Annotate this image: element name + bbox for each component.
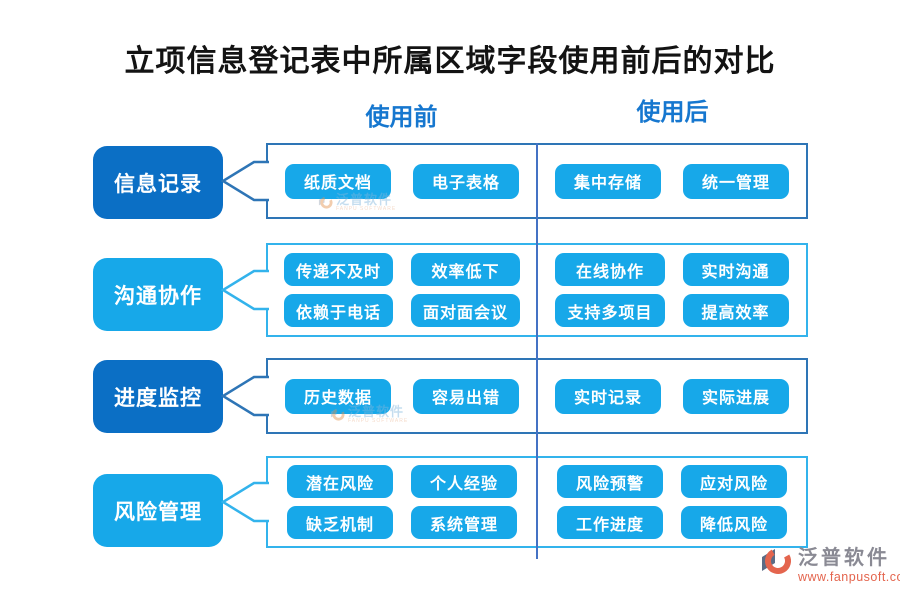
chip: 电子表格 bbox=[413, 163, 519, 199]
chip: 个人经验 bbox=[411, 465, 517, 498]
chip: 容易出错 bbox=[413, 378, 519, 414]
chip: 在线协作 bbox=[555, 253, 665, 286]
chip: 纸质文档 bbox=[285, 163, 391, 199]
left-arrow-icon bbox=[221, 375, 269, 417]
chip: 风险预警 bbox=[557, 465, 663, 498]
chip: 潜在风险 bbox=[287, 465, 393, 498]
chip: 提高效率 bbox=[682, 294, 789, 327]
page-title: 立项信息登记表中所属区域字段使用前后的对比 bbox=[124, 45, 776, 78]
chip: 依赖于电话 bbox=[283, 294, 393, 327]
brand-name: 泛普软件 bbox=[798, 547, 890, 569]
before-group: 潜在风险 个人经验 缺乏机制 系统管理 bbox=[268, 458, 536, 546]
chip: 实时记录 bbox=[555, 378, 661, 414]
chip: 实时沟通 bbox=[682, 253, 789, 286]
row-label-text: 进度监控 bbox=[114, 386, 202, 410]
chip: 降低风险 bbox=[681, 506, 787, 539]
row-label-text: 沟通协作 bbox=[114, 284, 202, 308]
column-header-after: 使用后 bbox=[636, 99, 709, 126]
column-header-before: 使用前 bbox=[365, 104, 438, 131]
chip: 集中存储 bbox=[555, 163, 661, 199]
before-group: 纸质文档 电子表格 bbox=[268, 145, 536, 217]
row-label-communication: 沟通协作 bbox=[93, 258, 223, 331]
chip: 统一管理 bbox=[683, 163, 789, 199]
row-label-text: 风险管理 bbox=[114, 500, 202, 524]
chip: 支持多项目 bbox=[555, 294, 665, 327]
after-group: 风险预警 应对风险 工作进度 降低风险 bbox=[538, 458, 806, 546]
before-group: 传递不及时 效率低下 依赖于电话 面对面会议 bbox=[268, 245, 536, 335]
row-label-info-record: 信息记录 bbox=[93, 146, 223, 219]
row-label-text: 信息记录 bbox=[114, 172, 202, 196]
brand-url: www.fanpusoft.com bbox=[798, 570, 900, 584]
brand-logo: 泛普软件 www.fanpusoft.com bbox=[760, 546, 900, 585]
chip: 应对风险 bbox=[681, 465, 787, 498]
chip: 历史数据 bbox=[285, 378, 391, 414]
after-group: 在线协作 实时沟通 支持多项目 提高效率 bbox=[538, 245, 806, 335]
chip: 工作进度 bbox=[557, 506, 663, 539]
chip: 缺乏机制 bbox=[287, 506, 393, 539]
chip: 传递不及时 bbox=[283, 253, 393, 286]
chip: 效率低下 bbox=[411, 253, 521, 286]
chip: 系统管理 bbox=[411, 506, 517, 539]
row-label-risk-management: 风险管理 bbox=[93, 474, 223, 547]
chip: 实际进展 bbox=[683, 378, 789, 414]
chip: 面对面会议 bbox=[411, 294, 521, 327]
left-arrow-icon bbox=[221, 160, 269, 202]
left-arrow-icon bbox=[221, 481, 269, 523]
after-group: 实时记录 实际进展 bbox=[538, 360, 806, 432]
before-group: 历史数据 容易出错 bbox=[268, 360, 536, 432]
row-box-communication: 传递不及时 效率低下 依赖于电话 面对面会议 在线协作 实时沟通 支持多项目 提… bbox=[266, 243, 808, 337]
brand-logo-icon bbox=[762, 548, 791, 574]
row-label-progress-monitor: 进度监控 bbox=[93, 360, 223, 433]
after-group: 集中存储 统一管理 bbox=[538, 145, 806, 217]
left-arrow-icon bbox=[221, 269, 269, 311]
before-after-divider-line bbox=[536, 143, 538, 559]
